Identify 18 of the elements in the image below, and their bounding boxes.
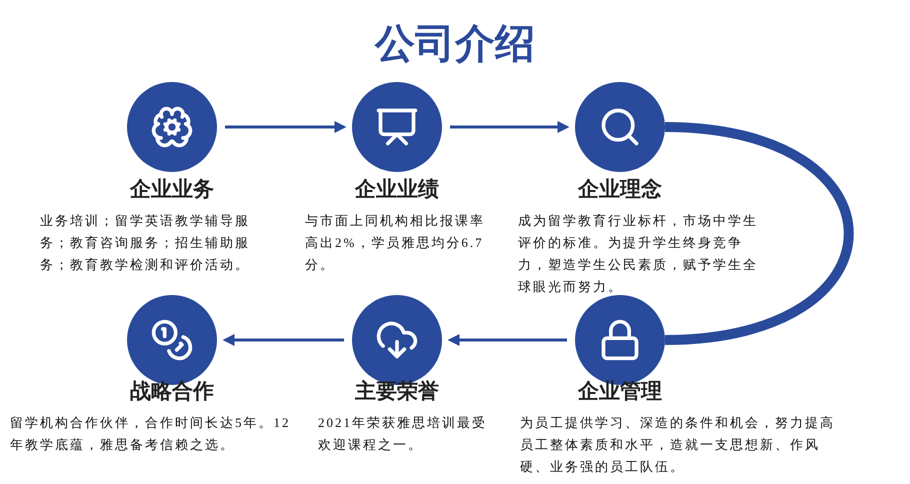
- step-description: 业务培训；留学英语教学辅导服务；教育咨询服务；招生辅助服务；教育教学检测和评价活动。: [40, 212, 251, 274]
- step-heading: 战略合作: [129, 379, 215, 405]
- step-description: 2021年荣获雅思培训最受欢迎课程之一。: [318, 414, 488, 454]
- arrow: [448, 334, 567, 346]
- step-description: 成为留学教育行业标杆，市场中学生评价的标准。为提升学生终身竞争力，塑造学生公民素质，赋予学生全球眼光而努力。: [518, 212, 759, 296]
- step-heading: 企业理念: [576, 177, 663, 203]
- step-heading: 企业业绩: [354, 177, 440, 203]
- step-heading: 企业业务: [128, 177, 215, 203]
- step-description: 留学机构合作伙伴，合作时间长达5年。12年教学底蕴，雅思备考信赖之选。: [10, 414, 292, 454]
- connector-arc: [664, 122, 854, 345]
- arrow: [222, 334, 344, 346]
- step-description: 与市面上同机构相比报课率高出2%，学员雅思均分6.7分。: [305, 212, 486, 274]
- title: 公司介绍: [373, 21, 536, 68]
- step-description: 为员工提供学习、深造的条件和机会，努力提高员工整体素质和水平，造就一支思想新、作风硬、业务强的员工队伍。: [520, 414, 836, 476]
- step-heading: 主要荣誉: [354, 378, 440, 405]
- step-heading: 企业管理: [576, 379, 663, 405]
- arrow: [225, 121, 346, 133]
- arrow: [450, 121, 570, 133]
